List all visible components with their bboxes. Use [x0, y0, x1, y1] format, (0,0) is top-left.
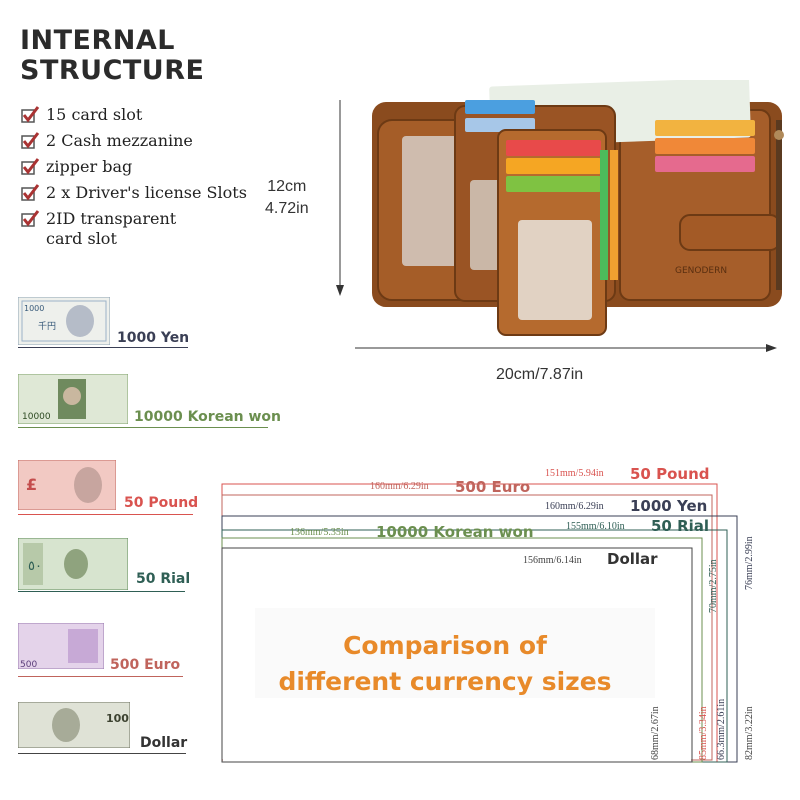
card [655, 138, 755, 154]
title-backdrop [255, 608, 655, 698]
pound-label: 50 Pound [124, 495, 199, 511]
dollar-name: Dollar [607, 550, 658, 568]
checkmark-icon [21, 184, 40, 201]
yen-height: 76mm/2.99in [744, 536, 755, 590]
checkmark-icon [21, 132, 40, 149]
pound-banknote-image: £ [18, 460, 116, 510]
dollar-note-number: 100 [106, 712, 129, 725]
dollar-banknote-image: 100 [18, 702, 130, 748]
comparison-diagram [221, 483, 738, 763]
feature-text: zipper bag [46, 157, 133, 176]
title-line-1: INTERNAL [20, 25, 175, 56]
feature-item: 2 x Driver's license Slots [20, 183, 247, 203]
card [655, 156, 755, 172]
dollar-outline [221, 547, 693, 763]
wallet-illustration: GENODERN [336, 80, 784, 352]
rial-note-number: ٥٠ [28, 559, 42, 574]
height-arrow-icon [336, 285, 344, 296]
rial-label: 50 Rial [136, 571, 191, 587]
rial-height: 70mm/2.75in [708, 559, 719, 613]
page-title: INTERNAL STRUCTURE [20, 26, 204, 86]
dollar-size: 156mm/6.14in [523, 555, 582, 566]
yen-size: 160mm/6.29in [545, 501, 604, 512]
height-dimension-label: 12cm 4.72in [265, 176, 309, 220]
feature-text-line-1: 2ID transparent [46, 209, 177, 228]
won-name: 10000 Korean won [376, 523, 534, 541]
card [465, 118, 535, 132]
card [655, 120, 755, 136]
width-dimension-label: 20cm/7.87in [496, 366, 584, 383]
yen-banknote-image: 1000 千円 [18, 297, 110, 345]
zipper [776, 120, 782, 290]
height-cm: 12cm [267, 178, 307, 195]
won-label: 10000 Korean won [134, 409, 282, 425]
rial-underline [18, 591, 185, 592]
won-underline [18, 427, 268, 428]
comparison-title: Comparison of different currency sizes [230, 628, 660, 700]
comparison-title-line-2: different currency sizes [278, 667, 612, 696]
dollar-label: Dollar [140, 735, 188, 751]
dollar-underline [18, 753, 186, 754]
feature-item: 15 card slot [20, 105, 247, 125]
zipper-pull-icon [774, 130, 784, 140]
feature-list: 15 card slot 2 Cash mezzanine zipper bag… [20, 105, 247, 255]
yen-height-small: 66.3mm/2.61in [716, 698, 727, 760]
dollar-height: 68mm/2.67in [650, 706, 661, 760]
feature-item: 2 Cash mezzanine [20, 131, 247, 151]
card-edge [610, 150, 618, 280]
euro-banknote-image: 500 [18, 623, 104, 669]
wallet-strap [679, 214, 781, 251]
won-size: 136mm/5.35in [290, 527, 349, 538]
feature-text: 2ID transparent card slot [46, 209, 176, 249]
card [506, 158, 601, 174]
card [506, 140, 601, 156]
pound-symbol: £ [26, 475, 37, 494]
pound-name: 50 Pound [630, 465, 710, 483]
comparison-title-line-1: Comparison of [343, 631, 547, 660]
rial-banknote-image: ٥٠ [18, 538, 128, 590]
feature-text: 2 Cash mezzanine [46, 131, 193, 150]
euro-size: 160mm/6.29in [370, 481, 429, 492]
checkmark-icon [21, 158, 40, 175]
pound-underline [18, 514, 193, 515]
yen-underline [18, 347, 188, 348]
won-banknote-image: 10000 [18, 374, 128, 424]
pound-height: 85mm/3.34in [698, 706, 709, 760]
pound-size: 151mm/5.94in [545, 468, 604, 479]
checkmark-icon [21, 106, 40, 123]
rial-name: 50 Rial [651, 517, 710, 535]
euro-label: 500 Euro [110, 657, 181, 673]
card-edge [600, 150, 608, 280]
euro-name: 500 Euro [455, 478, 531, 496]
yen-name: 1000 Yen [630, 497, 708, 515]
width-arrow-icon [766, 344, 777, 352]
euro-height: 82mm/3.22in [744, 706, 755, 760]
rial-size: 155mm/6.10in [566, 521, 625, 532]
id-window [518, 220, 592, 320]
yen-kanji: 千円 [38, 321, 56, 332]
euro-underline [18, 676, 183, 677]
wallet-brand: GENODERN [675, 266, 727, 276]
feature-item: zipper bag [20, 157, 247, 177]
card [465, 100, 535, 114]
title-line-2: STRUCTURE [20, 55, 205, 86]
yen-note-number: 1000 [24, 304, 44, 313]
yen-label: 1000 Yen [117, 330, 190, 346]
feature-item: 2ID transparent card slot [20, 209, 247, 249]
checkmark-icon [21, 210, 40, 227]
height-in: 4.72in [265, 200, 309, 217]
feature-text-line-2: card slot [46, 229, 117, 248]
card [506, 176, 601, 192]
euro-note-number: 500 [20, 660, 37, 669]
feature-text: 2 x Driver's license Slots [46, 183, 247, 202]
feature-text: 15 card slot [46, 105, 143, 124]
id-window [402, 136, 462, 266]
won-note-number: 10000 [22, 412, 51, 422]
